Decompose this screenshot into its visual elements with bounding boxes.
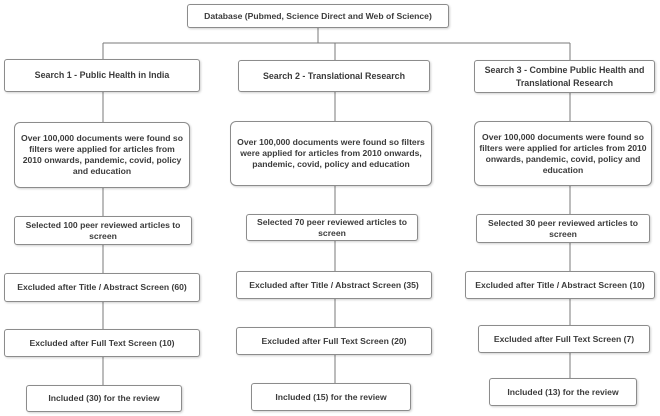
excluded-title-abstract-2-label: Excluded after Title / Abstract Screen (… (249, 279, 419, 290)
search-3-label: Search 3 - Combine Public Health and Tra… (484, 65, 645, 88)
found-1-box: Over 100,000 documents were found so fil… (14, 122, 190, 188)
selected-1-box: Selected 100 peer reviewed articles to s… (14, 216, 192, 245)
search-3-box: Search 3 - Combine Public Health and Tra… (474, 60, 655, 93)
found-3-label: Over 100,000 documents were found so fil… (479, 131, 647, 175)
found-3-box: Over 100,000 documents were found so fil… (474, 121, 652, 186)
selected-1-label: Selected 100 peer reviewed articles to s… (25, 219, 181, 241)
excluded-title-abstract-1-box: Excluded after Title / Abstract Screen (… (4, 273, 200, 302)
search-2-box: Search 2 - Translational Research (238, 60, 430, 92)
database-label: Database (Pubmed, Science Direct and Web… (204, 10, 432, 21)
selected-2-box: Selected 70 peer reviewed articles to sc… (246, 214, 418, 241)
found-2-box: Over 100,000 documents were found so fil… (230, 121, 432, 186)
selected-2-label: Selected 70 peer reviewed articles to sc… (257, 216, 407, 238)
excluded-full-text-1-label: Excluded after Full Text Screen (10) (29, 337, 175, 348)
excluded-full-text-1-box: Excluded after Full Text Screen (10) (4, 329, 200, 357)
included-1-label: Included (30) for the review (48, 393, 160, 403)
excluded-full-text-2-label: Excluded after Full Text Screen (20) (261, 335, 407, 346)
excluded-full-text-3-box: Excluded after Full Text Screen (7) (478, 325, 650, 353)
found-2-label: Over 100,000 documents were found so fil… (237, 137, 425, 169)
included-1-box: Included (30) for the review (26, 385, 182, 412)
search-1-box: Search 1 - Public Health in India (4, 59, 200, 92)
found-1-label: Over 100,000 documents were found so fil… (21, 133, 183, 176)
database-box: Database (Pubmed, Science Direct and Web… (187, 4, 449, 28)
excluded-title-abstract-2-box: Excluded after Title / Abstract Screen (… (236, 271, 432, 299)
excluded-full-text-2-box: Excluded after Full Text Screen (20) (236, 327, 432, 355)
excluded-title-abstract-3-box: Excluded after Title / Abstract Screen (… (465, 271, 655, 299)
included-3-box: Included (13) for the review (489, 378, 637, 406)
selected-3-label: Selected 30 peer reviewed articles to sc… (488, 217, 638, 239)
search-2-label: Search 2 - Translational Research (262, 70, 406, 81)
included-3-label: Included (13) for the review (507, 386, 619, 397)
search-1-label: Search 1 - Public Health in India (34, 70, 170, 81)
included-2-label: Included (15) for the review (275, 391, 387, 402)
excluded-title-abstract-3-label: Excluded after Title / Abstract Screen (… (475, 279, 645, 290)
excluded-full-text-3-label: Excluded after Full Text Screen (7) (493, 333, 635, 344)
selected-3-box: Selected 30 peer reviewed articles to sc… (476, 214, 650, 243)
excluded-title-abstract-1-label: Excluded after Title / Abstract Screen (… (17, 282, 187, 292)
included-2-box: Included (15) for the review (251, 383, 411, 411)
